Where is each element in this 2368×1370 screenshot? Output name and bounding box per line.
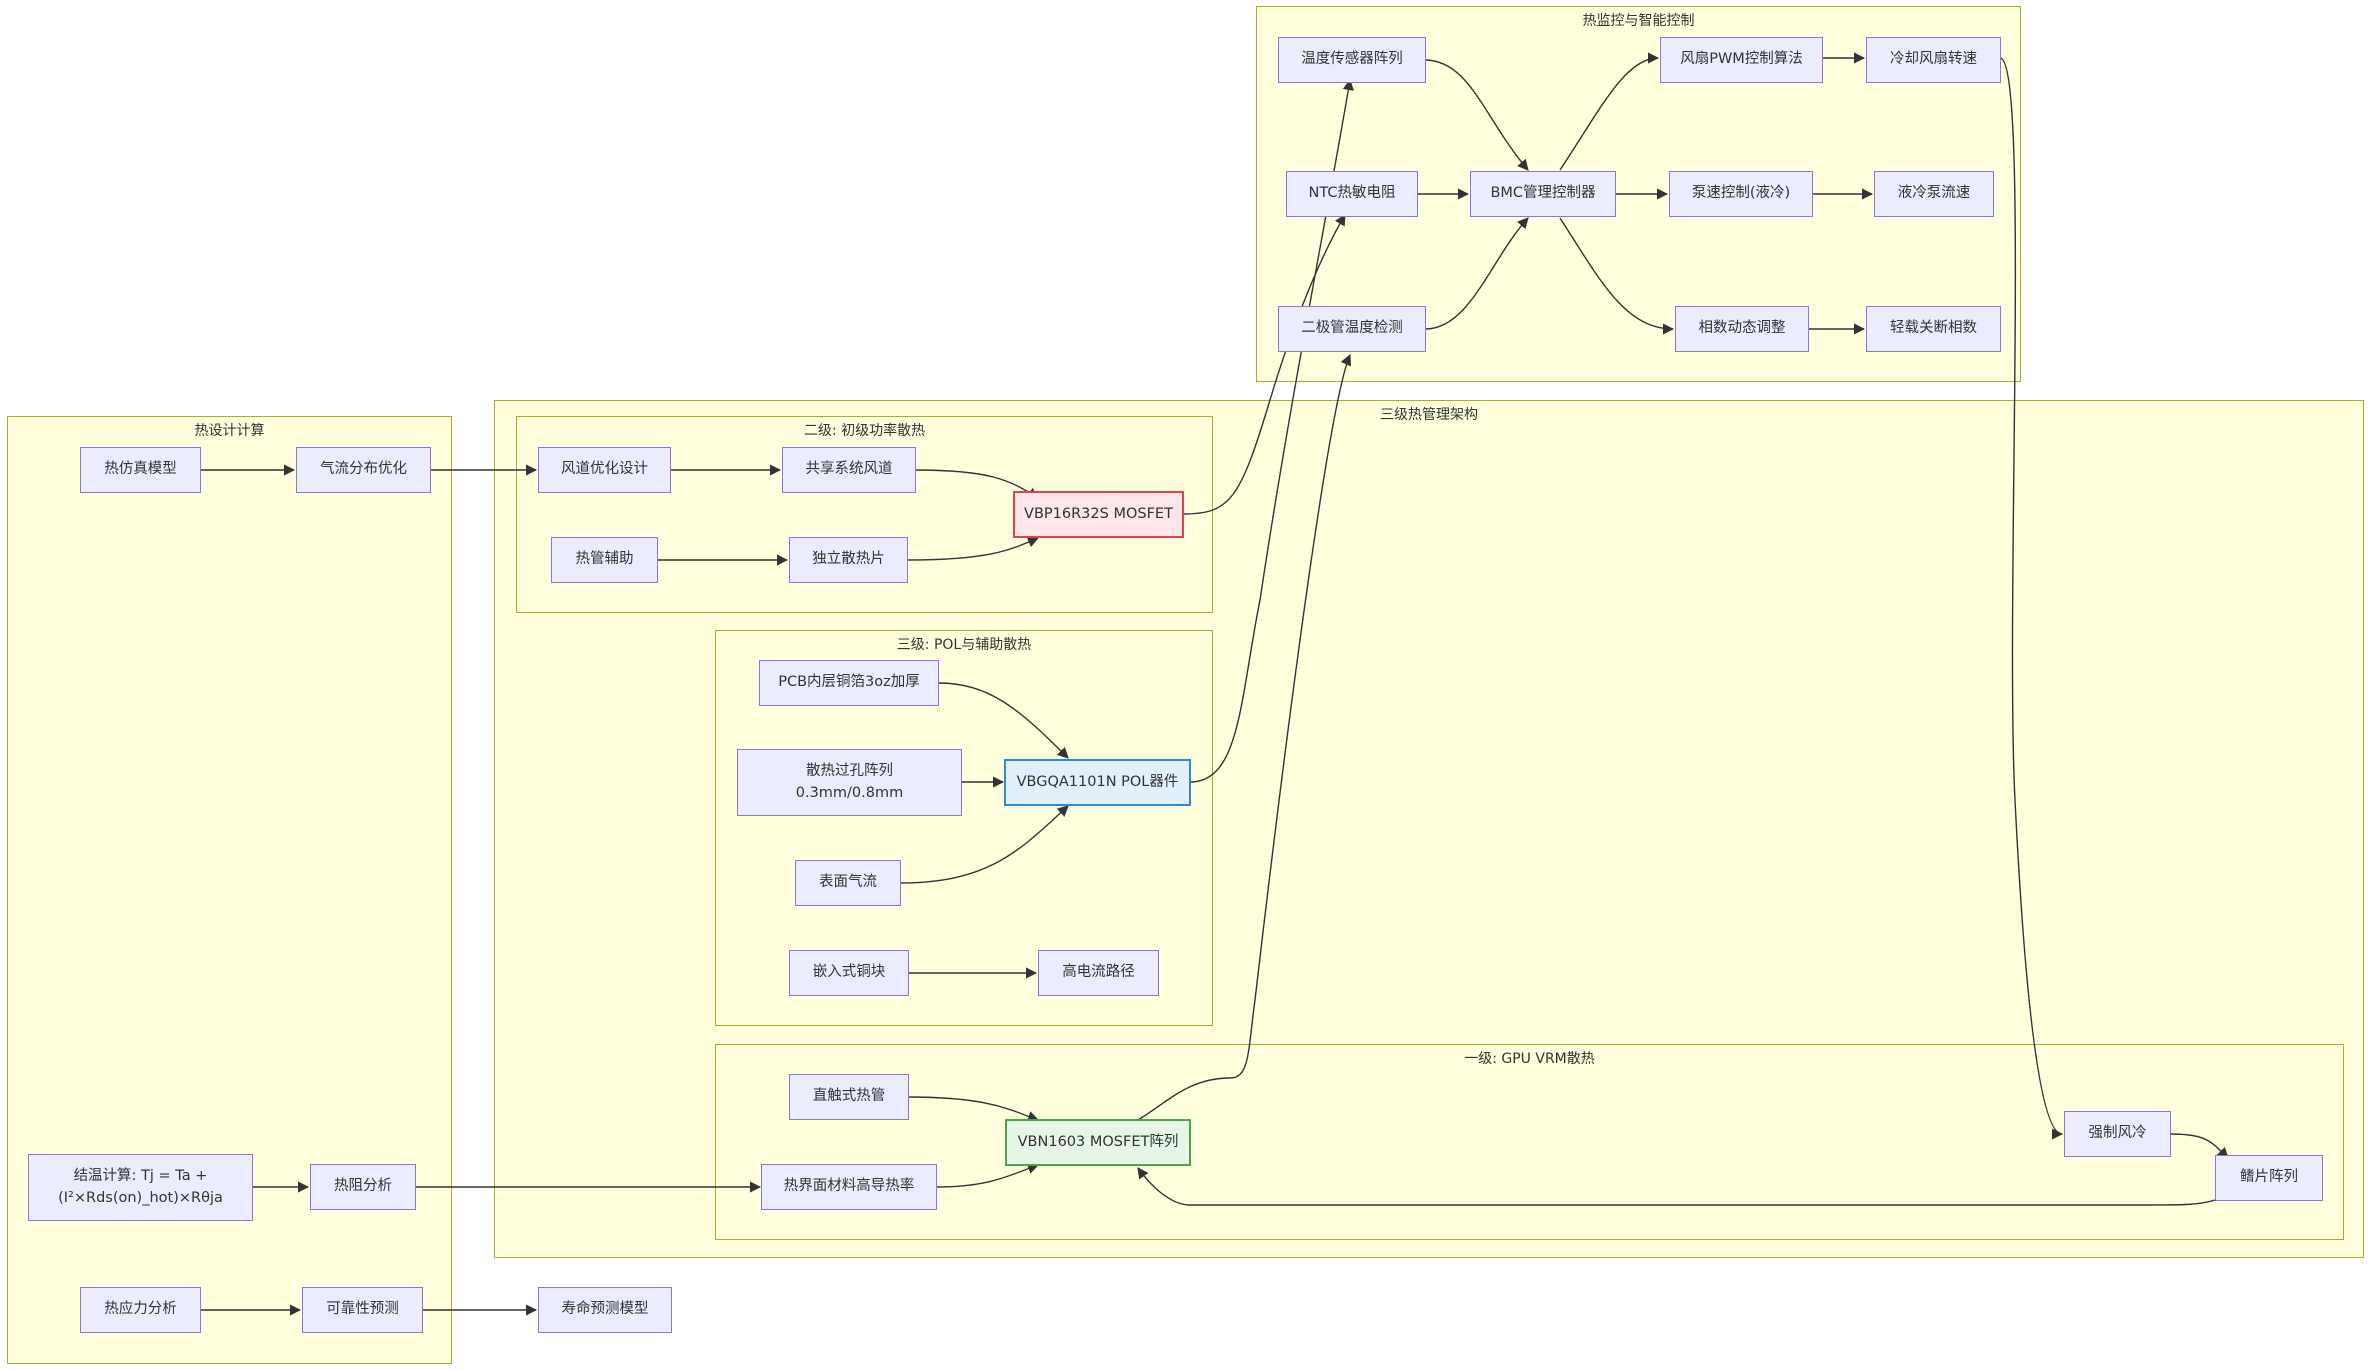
node-surface-airflow: 表面气流 bbox=[795, 860, 901, 906]
node-thermal-interface-material: 热界面材料高导热率 bbox=[761, 1164, 937, 1210]
node-direct-contact-heatpipe: 直触式热管 bbox=[789, 1074, 909, 1120]
cluster-title: 三级: POL与辅助散热 bbox=[896, 637, 1032, 653]
node-fin-array: 鳍片阵列 bbox=[2215, 1155, 2323, 1201]
node-shared-system-duct: 共享系统风道 bbox=[782, 447, 916, 493]
node-ntc-thermistor: NTC热敏电阻 bbox=[1286, 171, 1418, 217]
node-vbn1603-mosfet-array: VBN1603 MOSFET阵列 bbox=[1005, 1119, 1191, 1166]
cluster-title: 热设计计算 bbox=[194, 423, 265, 439]
cluster-title: 热监控与智能控制 bbox=[1582, 13, 1695, 29]
node-junction-temp-calc: 结温计算: Tj = Ta + (I²×Rds(on)_hot)×Rθja bbox=[28, 1154, 253, 1221]
node-heatpipe-assist: 热管辅助 bbox=[551, 537, 658, 583]
node-reliability-prediction: 可靠性预测 bbox=[302, 1287, 423, 1333]
node-phase-dynamic-adjust: 相数动态调整 bbox=[1675, 306, 1809, 352]
node-temp-sensor-array: 温度传感器阵列 bbox=[1278, 37, 1426, 83]
node-pump-flow-rate: 液冷泵流速 bbox=[1874, 171, 1994, 217]
cluster-thermal-design: 热设计计算 bbox=[7, 416, 452, 1364]
node-pump-speed-control: 泵速控制(液冷) bbox=[1669, 171, 1813, 217]
node-fan-pwm-algorithm: 风扇PWM控制算法 bbox=[1660, 37, 1823, 83]
node-fan-speed: 冷却风扇转速 bbox=[1866, 37, 2001, 83]
node-vbgqa1101n-pol: VBGQA1101N POL器件 bbox=[1004, 759, 1191, 806]
cluster-title: 三级热管理架构 bbox=[1380, 407, 1478, 423]
cluster-title: 一级: GPU VRM散热 bbox=[1464, 1051, 1595, 1067]
node-airflow-optimization: 气流分布优化 bbox=[296, 447, 431, 493]
node-embedded-copper-block: 嵌入式铜块 bbox=[789, 950, 909, 996]
node-duct-optimization: 风道优化设计 bbox=[538, 447, 671, 493]
node-independent-heatsink: 独立散热片 bbox=[789, 537, 908, 583]
node-vbp16r32s-mosfet: VBP16R32S MOSFET bbox=[1013, 491, 1184, 538]
cluster-title: 二级: 初级功率散热 bbox=[803, 423, 926, 439]
node-thermal-resistance-analysis: 热阻分析 bbox=[310, 1164, 416, 1210]
node-light-load-phase-off: 轻载关断相数 bbox=[1866, 306, 2001, 352]
node-pcb-inner-copper: PCB内层铜箔3oz加厚 bbox=[759, 660, 939, 706]
node-high-current-path: 高电流路径 bbox=[1038, 950, 1159, 996]
node-thermal-stress-analysis: 热应力分析 bbox=[80, 1287, 201, 1333]
node-thermal-sim-model: 热仿真模型 bbox=[80, 447, 201, 493]
node-diode-temp-detect: 二极管温度检测 bbox=[1278, 306, 1426, 352]
node-bmc-controller: BMC管理控制器 bbox=[1470, 171, 1616, 217]
node-thermal-via-array: 散热过孔阵列 0.3mm/0.8mm bbox=[737, 749, 962, 816]
node-forced-air-cooling: 强制风冷 bbox=[2064, 1111, 2171, 1157]
node-lifetime-prediction-model: 寿命预测模型 bbox=[538, 1287, 672, 1333]
